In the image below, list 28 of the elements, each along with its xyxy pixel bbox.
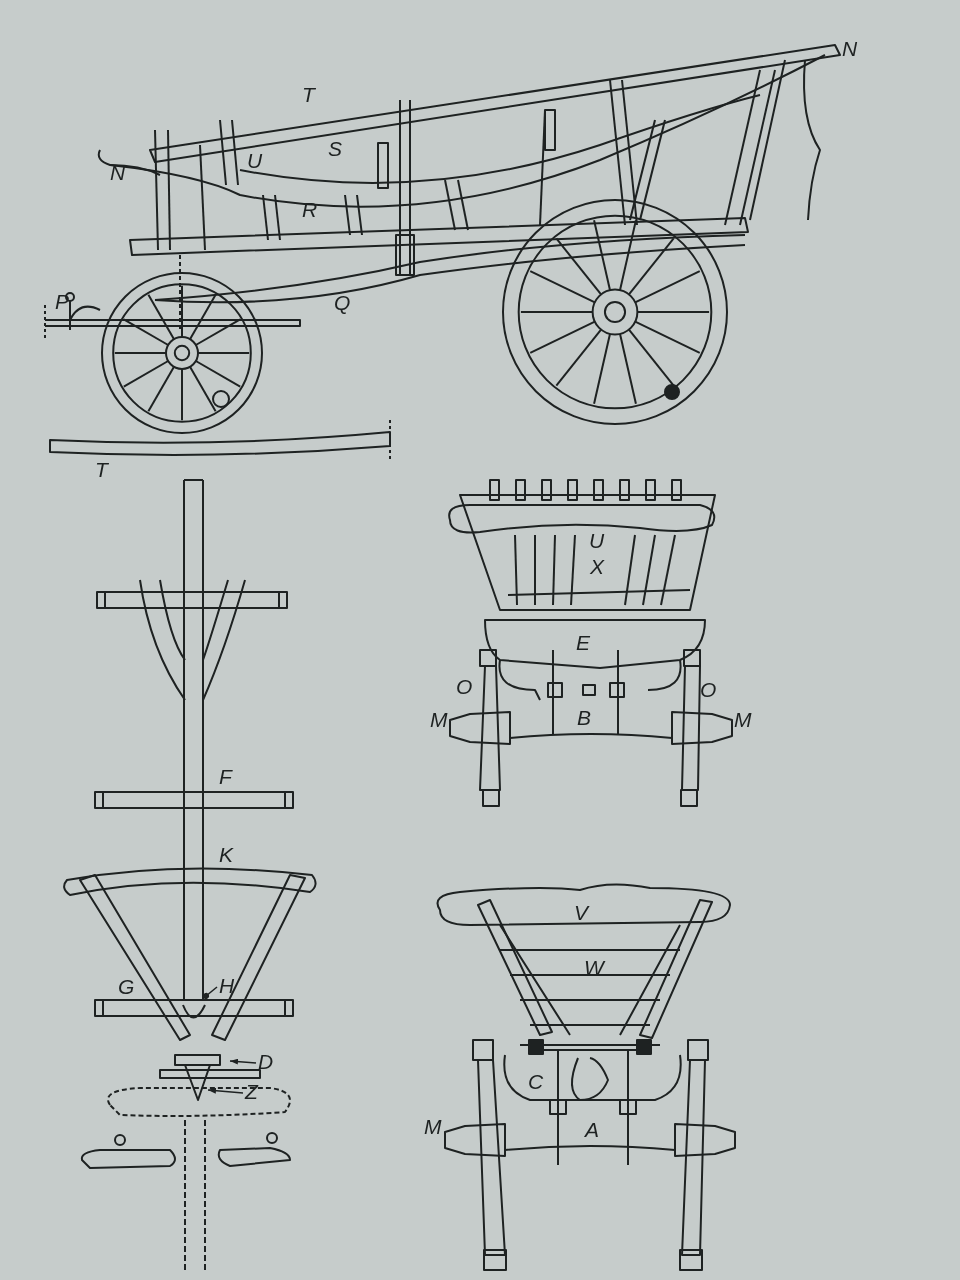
callout-letter: Z [245, 1081, 258, 1103]
callout-letter: U [589, 530, 605, 552]
callout-letter: T [95, 459, 108, 481]
callout-letter: A [585, 1119, 599, 1141]
callout-letter: E [576, 632, 590, 654]
callout-letter: X [590, 556, 604, 578]
callout-letter: O [700, 679, 717, 701]
callout-letter: G [118, 976, 135, 998]
callout-letter: M [430, 709, 448, 731]
callout-letter: N [110, 162, 126, 184]
leader-line [229, 1058, 257, 1065]
callout-letter: B [577, 707, 591, 729]
callout-letter: N [842, 38, 858, 60]
callout-letter: T [302, 84, 315, 106]
callout-letter: M [424, 1116, 442, 1138]
callout-letter: D [258, 1051, 274, 1073]
leader-line [207, 1087, 244, 1094]
callout-letter: K [219, 844, 233, 866]
callout-letter: V [574, 902, 588, 924]
callout-letter: F [219, 766, 232, 788]
callout-letter: H [219, 975, 235, 997]
callout-letter: S [328, 138, 342, 160]
callout-letter: M [734, 709, 752, 731]
callout-letter: O [456, 676, 473, 698]
callout-letter: U [247, 150, 263, 172]
leader-line [203, 986, 218, 999]
callout-letter: C [528, 1071, 544, 1093]
callout-letter: Q [334, 292, 351, 314]
